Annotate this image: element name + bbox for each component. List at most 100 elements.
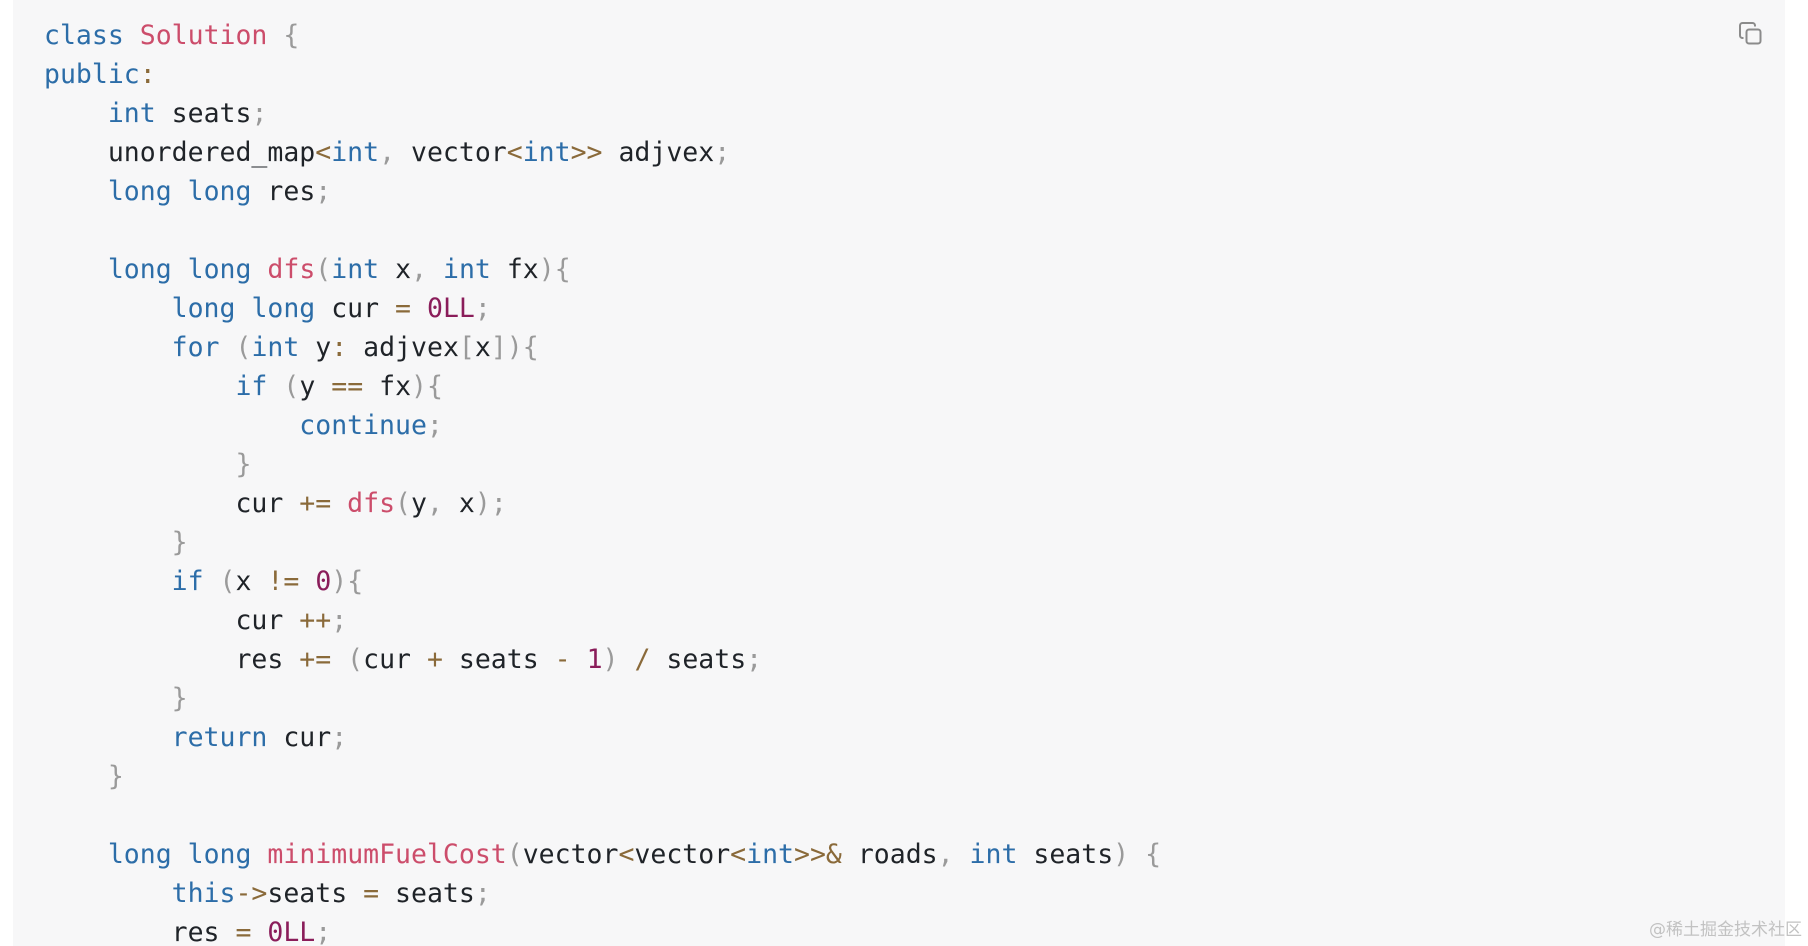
code-token: [204, 566, 220, 597]
code-token: fx: [490, 254, 539, 285]
code-token: [267, 371, 283, 402]
code-token: 0LL: [267, 917, 316, 946]
code-token: ;: [331, 722, 348, 753]
code-token: ->: [235, 878, 268, 909]
code-token: [44, 254, 108, 285]
code-token: <: [618, 839, 635, 870]
code-token: seats: [267, 878, 364, 909]
code-line: }: [44, 757, 1161, 796]
code-token: unordered_map: [44, 137, 316, 168]
code-token: cur: [267, 722, 332, 753]
code-token: [44, 683, 172, 714]
code-token: [172, 254, 188, 285]
code-token: int: [251, 332, 300, 363]
code-token: Solution: [139, 20, 268, 51]
code-token: if: [235, 371, 268, 402]
code-token: long: [107, 176, 172, 207]
code-token: [44, 761, 108, 792]
code-line: cur += dfs(y, x);: [44, 484, 1161, 523]
code-token: [251, 917, 267, 946]
code-content[interactable]: class Solution {public: int seats; unord…: [44, 16, 1161, 946]
code-token: cur: [363, 644, 427, 675]
code-token: long: [187, 839, 252, 870]
code-token: [44, 176, 108, 207]
code-line: }: [44, 523, 1161, 562]
code-token: [331, 644, 347, 675]
code-token: :: [331, 332, 348, 363]
code-line: long long dfs(int x, int fx){: [44, 250, 1161, 289]
code-line: }: [44, 445, 1161, 484]
copy-icon[interactable]: [1735, 18, 1767, 50]
code-token: (: [506, 839, 523, 870]
code-token: :: [139, 59, 156, 90]
code-line: res = 0LL;: [44, 913, 1161, 946]
code-line: if (x != 0){: [44, 562, 1161, 601]
copy-icon-glyph: [1739, 22, 1762, 45]
code-token: dfs: [267, 254, 316, 285]
code-token: }: [171, 527, 188, 558]
code-line: for (int y: adjvex[x]){: [44, 328, 1161, 367]
code-token: ,: [426, 488, 443, 519]
code-line: [44, 211, 1161, 250]
code-token: =: [235, 917, 252, 946]
code-token: (: [315, 254, 332, 285]
code-token: int: [331, 137, 380, 168]
code-token: [619, 644, 635, 675]
code-line: }: [44, 679, 1161, 718]
code-token: (: [219, 566, 236, 597]
code-token: 1: [586, 644, 603, 675]
code-token: fx: [363, 371, 412, 402]
code-token: -: [554, 644, 571, 675]
code-token: seats: [442, 644, 555, 675]
code-token: ;: [474, 878, 491, 909]
code-token: [172, 176, 188, 207]
code-token: int: [443, 254, 491, 285]
code-token: ){: [411, 371, 443, 402]
code-token: long: [107, 254, 172, 285]
code-token: for: [171, 332, 220, 363]
code-token: ;: [315, 917, 332, 946]
code-line: this->seats = seats;: [44, 874, 1161, 913]
code-token: long: [107, 839, 172, 870]
code-token: res: [251, 176, 316, 207]
code-token: res: [44, 917, 236, 946]
code-line: return cur;: [44, 718, 1161, 757]
code-token: seats: [379, 878, 475, 909]
code-token: public: [44, 59, 140, 90]
code-line: [44, 796, 1161, 835]
code-token: }: [107, 761, 124, 792]
code-line: long long res;: [44, 172, 1161, 211]
code-token: 0: [315, 566, 332, 597]
code-token: =: [395, 293, 412, 324]
code-block: class Solution {public: int seats; unord…: [13, 0, 1785, 946]
code-token: (: [235, 332, 252, 363]
code-token: [44, 839, 108, 870]
code-token: ;: [331, 605, 348, 636]
code-token: ;: [426, 410, 443, 441]
code-token: long: [251, 293, 316, 324]
code-token: [235, 293, 251, 324]
code-token: ){: [331, 566, 364, 597]
code-token: (: [283, 371, 300, 402]
code-token: vector: [522, 839, 619, 870]
code-token: +=: [299, 488, 332, 519]
code-token: int: [522, 137, 571, 168]
code-token: this: [171, 878, 236, 909]
code-token: vector: [395, 137, 507, 168]
code-token: y: [299, 371, 332, 402]
code-line: long long cur = 0LL;: [44, 289, 1161, 328]
code-token: >>&: [794, 839, 842, 870]
code-token: x: [235, 566, 268, 597]
code-token: [220, 332, 236, 363]
code-token: ++: [299, 605, 332, 636]
code-token: [44, 371, 235, 402]
code-token: int: [331, 254, 380, 285]
code-token: [124, 20, 140, 51]
code-token: seats: [650, 644, 747, 675]
code-token: seats: [1017, 839, 1114, 870]
code-token: [44, 878, 172, 909]
code-token: long: [171, 293, 236, 324]
code-token: [251, 839, 267, 870]
code-token: ;: [315, 176, 332, 207]
code-token: +=: [299, 644, 332, 675]
